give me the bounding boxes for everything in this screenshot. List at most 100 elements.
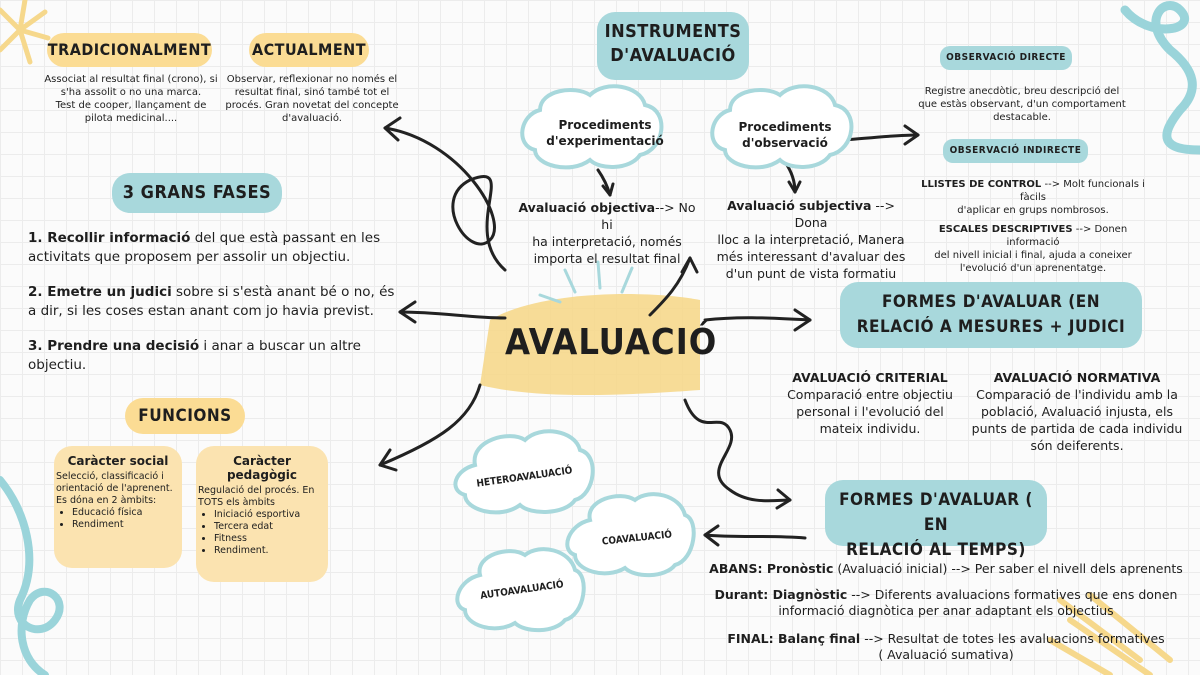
text-line: d'avaluació. <box>282 113 342 124</box>
text-bold: Durant: Diagnòstic <box>714 587 848 602</box>
text-line: Procediments <box>738 120 832 134</box>
arrow-formes-temps-left <box>703 533 807 540</box>
text-line: Associat al resultat final (crono), si <box>44 74 218 85</box>
list-item: Tercera edat <box>214 521 328 533</box>
text-line: informació diagnòtica per anar adaptant … <box>778 603 1114 618</box>
list-item: Fitness <box>214 533 328 545</box>
text-line: s'ha assolit o no una marca. <box>60 87 202 98</box>
text-line: Test de cooper, llançament de <box>55 100 207 111</box>
caracter-social-text: Selecció, classificació i orientació de … <box>54 471 182 531</box>
text-line: l'evolució d'un aprenentatge. <box>959 263 1107 274</box>
title-line: FORMES D'AVALUAR ( EN <box>839 490 1033 535</box>
formes-temps-title: FORMES D'AVALUAR ( EN RELACIÓ AL TEMPS) <box>825 480 1047 560</box>
observacio-label: Procediments d'observació <box>710 119 860 151</box>
text-bold: LLISTES DE CONTROL <box>921 179 1042 190</box>
actualment-title: ACTUALMENT <box>249 33 369 67</box>
text-bold: Avaluació objectiva <box>518 200 656 215</box>
text-line: d'un punt de vista formatiu <box>725 266 897 281</box>
text-line: punts de partida de cada individu <box>971 421 1183 436</box>
text-line: --> Resultat de totes les avaluacions fo… <box>860 631 1165 646</box>
observacio-indirecte-text: LLISTES DE CONTROL --> Molt funcionals i… <box>920 178 1146 275</box>
arrow-experimentacio <box>596 168 612 197</box>
text-line: resultat final, sinó també tot el <box>234 87 390 98</box>
text-line: --> Diferents avaluacions formatives que… <box>847 587 1178 602</box>
text-line: ESCALES DESCRIPTIVES --> Donen informaci… <box>920 223 1146 249</box>
text-line: mateix individu. <box>819 421 921 436</box>
center-title: AVALUACIÓ <box>505 322 718 363</box>
text-line: --> Molt funcionals i fàcils <box>1020 179 1145 203</box>
fase-item: 3. Prendre una decisió i anar a buscar u… <box>28 337 408 375</box>
fase-item: 2. Emetre un judici sobre si s'està anan… <box>28 283 408 321</box>
title-line: RELACIÓ A MESURES + JUDICI <box>856 317 1126 337</box>
list-item: Rendiment. <box>214 545 328 557</box>
fase-text: activitats que proposem per assolir un o… <box>28 249 351 265</box>
text-line: més interessant d'avaluar des <box>716 249 906 264</box>
formes-mesures-title: FORMES D'AVALUAR (EN RELACIÓ A MESURES +… <box>840 282 1142 348</box>
title-line: RELACIÓ AL TEMPS) <box>846 540 1026 560</box>
caracter-pedagogic-text: Regulació del procés. En TOTS els àmbits… <box>196 485 328 557</box>
arrow-to-fases <box>398 310 507 320</box>
instruments-title: INSTRUMENTS D'AVALUACIÓ <box>597 12 749 80</box>
text-bold: ABANS: Pronòstic <box>709 561 834 576</box>
actualment-text: Observar, reflexionar no només el result… <box>222 73 402 125</box>
squiggle-decoration <box>1120 1 1200 155</box>
abans-line: ABANS: Pronòstic (Avaluació inicial) -->… <box>700 561 1192 577</box>
funcions-title: FUNCIONS <box>125 398 245 434</box>
text-line: Regulació del procés. En <box>198 485 315 496</box>
text-bold: Avaluació subjectiva <box>727 198 872 213</box>
fase-bold: 2. Emetre un judici <box>28 284 172 300</box>
experimentacio-label: Procediments d'experimentació <box>530 117 680 149</box>
text-line: (Avaluació inicial) --> Per saber el niv… <box>833 561 1183 576</box>
text-line: són deiferents. <box>1030 438 1124 453</box>
fase-text: a dir, si les coses estan anant com jo h… <box>28 303 374 319</box>
text-line: importa el resultat final <box>533 251 681 266</box>
text-bold: FINAL: Balanç final <box>727 631 861 646</box>
text-line: --> Dona <box>794 198 895 230</box>
text-line: d'observació <box>742 136 828 150</box>
avaluacio-objectiva: Avaluació objectiva--> No hi ha interpre… <box>512 199 702 267</box>
arrow-to-formes-mesures <box>703 316 812 322</box>
text-line: Comparació de l'individu amb la <box>976 387 1178 402</box>
text-line: TOTS els àmbits <box>198 497 276 508</box>
fase-text: sobre si s'està anant bé o no, és <box>171 284 395 300</box>
durant-line: Durant: Diagnòstic --> Diferents avaluac… <box>700 587 1192 619</box>
tradicionalment-text: Associat al resultat final (crono), si s… <box>36 73 226 125</box>
title-line: D'AVALUACIÓ <box>610 45 736 66</box>
text-line: d'aplicar en grups nombrosos. <box>957 205 1109 216</box>
caracter-pedagogic-box: Caràcter pedagògic Regulació del procés.… <box>196 446 328 582</box>
text-line: Registre anecdòtic, breu descripció del <box>924 86 1120 97</box>
text-line: --> Donen informació <box>1006 224 1128 248</box>
coavaluacio-label: COAVALUACIÓ <box>601 529 673 548</box>
text-line: Observar, reflexionar no només el <box>226 74 398 85</box>
observacio-directe-title: OBSERVACIÓ DIRECTE <box>940 46 1072 70</box>
text-line: pilota medicinal.... <box>84 113 178 124</box>
arrow-to-formes-temps <box>683 398 792 503</box>
avaluacio-subjectiva: Avaluació subjectiva --> Dona lloc a la … <box>712 197 910 282</box>
fase-bold: 3. Prendre una decisió <box>28 338 200 354</box>
list-item: Rendiment <box>72 519 182 531</box>
text-line: LLISTES DE CONTROL --> Molt funcionals i… <box>920 178 1146 204</box>
text-line: del nivell inicial i final, ajuda a cone… <box>934 250 1132 261</box>
text-line: Selecció, classificació i <box>56 471 164 482</box>
text-line: lloc a la interpretació, Manera <box>717 232 905 247</box>
fase-text: del que està passant en les <box>190 230 381 246</box>
title-line: FORMES D'AVALUAR (EN <box>881 292 1101 312</box>
arrow-observacio <box>783 160 797 194</box>
title-line: INSTRUMENTS <box>604 21 742 42</box>
list-item: Educació física <box>72 507 182 519</box>
heteroavaluacio-label: HETEROAVALUACIÓ <box>475 465 574 490</box>
tradicionalment-title: TRADICIONALMENT <box>47 33 212 67</box>
text-line: d'experimentació <box>546 134 664 148</box>
list-item: Iniciació esportiva <box>214 509 328 521</box>
fase-text: i anar a buscar un altre <box>199 338 361 354</box>
text-line: ( Avaluació sumativa) <box>878 647 1014 662</box>
text-line: procés. Gran novetat del concepte <box>225 100 399 111</box>
avaluacio-criterial: AVALUACIÓ CRITERIAL Comparació entre obj… <box>780 369 960 437</box>
arrow-to-funcions <box>378 383 482 467</box>
caracter-social-title: Caràcter social <box>67 454 169 468</box>
text-line: personal i l'evolució del <box>796 404 944 419</box>
rays-decoration <box>538 260 634 304</box>
text-line: ha interpretació, només <box>532 234 682 249</box>
text-line: població, Avaluació injusta, els <box>981 404 1173 419</box>
text-line: Es dóna en 2 àmbits: <box>56 495 157 506</box>
